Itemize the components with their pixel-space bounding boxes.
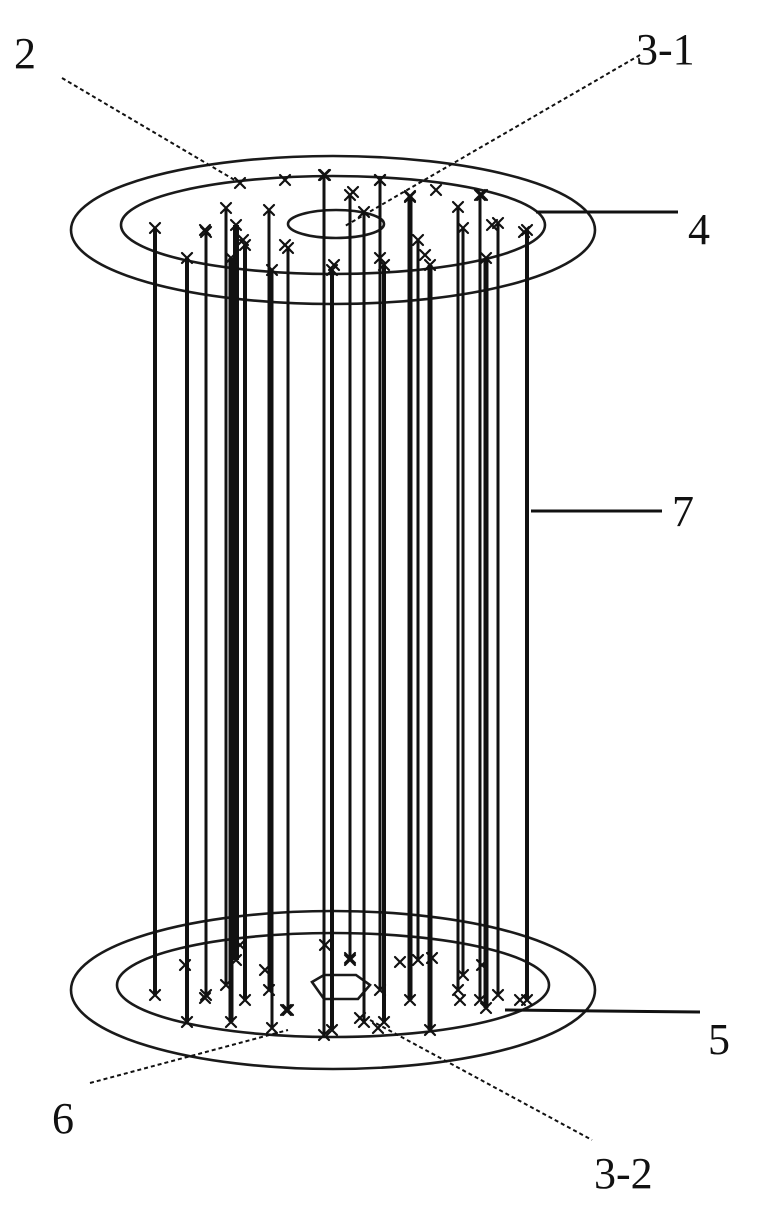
- rod-end-marker: [377, 258, 391, 272]
- rod-end-marker: [513, 993, 527, 1007]
- rod-end-marker: [198, 223, 212, 237]
- rod-end-marker: [262, 983, 276, 997]
- rod-end-marker: [219, 978, 233, 992]
- rod-end-marker: [229, 953, 243, 967]
- rod-end-marker: [346, 185, 360, 199]
- rod-end-marker: [233, 176, 247, 190]
- rod-end-marker: [453, 993, 467, 1007]
- rod-end-marker: [475, 188, 489, 202]
- leader-line-6: [89, 1029, 289, 1084]
- rod-end-marker: [327, 258, 341, 272]
- rod-end-marker: [265, 263, 279, 277]
- rod-end-marker: [258, 963, 272, 977]
- rod-end-marker: [262, 203, 276, 217]
- rod-end-marker: [429, 183, 443, 197]
- rod-end-marker: [456, 968, 470, 982]
- rod-end-marker: [148, 988, 162, 1002]
- rod-end-marker: [451, 983, 465, 997]
- rod-end-marker: [318, 938, 332, 952]
- rod-end-marker: [278, 173, 292, 187]
- label-7: 7: [672, 487, 694, 536]
- rod-end-marker: [238, 993, 252, 1007]
- rod-end-marker: [425, 951, 439, 965]
- label-3-2: 3-2: [594, 1149, 653, 1198]
- rod-end-marker: [485, 218, 499, 232]
- rod-end-marker: [180, 1015, 194, 1029]
- rod-end-marker: [224, 1015, 238, 1029]
- rod-end-marker: [265, 1021, 279, 1035]
- rod-end-marker: [198, 991, 212, 1005]
- label-2: 2: [14, 29, 36, 78]
- leader-line-2: [61, 77, 239, 183]
- rod-end-marker: [491, 988, 505, 1002]
- rod-end-marker: [353, 1011, 367, 1025]
- rod-end-marker: [279, 1003, 293, 1017]
- rod-end-marker: [373, 173, 387, 187]
- rod-end-marker: [479, 1001, 493, 1015]
- rod-end-marker: [371, 1021, 385, 1035]
- rod-end-marker: [423, 258, 437, 272]
- rod-end-marker: [233, 938, 247, 952]
- rod-end-marker: [411, 233, 425, 247]
- leader-line-5: [504, 1008, 701, 1014]
- rod-end-marker: [278, 238, 292, 252]
- rod-end-marker: [325, 1023, 339, 1037]
- rod-end-marker: [229, 218, 243, 232]
- rod-end-marker: [423, 1023, 437, 1037]
- rod-bundle: [153, 175, 529, 1035]
- rod-end-marker: [317, 1028, 331, 1042]
- rod-end-marker: [318, 168, 332, 182]
- label-5: 5: [708, 1015, 730, 1064]
- rod-end-markers: [148, 168, 534, 1042]
- rod-end-marker: [479, 251, 493, 265]
- rod-end-marker: [451, 200, 465, 214]
- label-6: 6: [52, 1094, 74, 1143]
- rod-end-marker: [403, 993, 417, 1007]
- rod-end-marker: [456, 221, 470, 235]
- rod-end-marker: [517, 225, 531, 239]
- rod-end-marker: [475, 958, 489, 972]
- rod-end-marker: [281, 1003, 295, 1017]
- top-plate-center-hole: [286, 208, 386, 240]
- leader-lines: [61, 54, 701, 1141]
- rod-end-marker: [373, 983, 387, 997]
- rod-end-marker: [236, 233, 250, 247]
- rod-end-marker: [403, 190, 417, 204]
- leader-line-3-2: [369, 1019, 593, 1141]
- rod-end-marker: [473, 188, 487, 202]
- rod-end-marker: [373, 251, 387, 265]
- rod-end-marker: [393, 955, 407, 969]
- rod-end-marker: [199, 988, 213, 1002]
- rod-end-marker: [224, 251, 238, 265]
- rod-end-marker: [178, 958, 192, 972]
- rod-end-marker: [343, 953, 357, 967]
- label-4: 4: [688, 205, 710, 254]
- bottom-plate-center-hole: [310, 973, 372, 1001]
- rod-end-marker: [411, 953, 425, 967]
- rod-end-marker: [180, 251, 194, 265]
- rod-end-marker: [473, 993, 487, 1007]
- leader-line-3-1: [344, 54, 641, 227]
- label-3-1: 3-1: [636, 25, 695, 74]
- rod-end-marker: [148, 221, 162, 235]
- rod-end-marker: [219, 201, 233, 215]
- rod-end-marker: [343, 951, 357, 965]
- rod-end-marker: [418, 248, 432, 262]
- rod-end-marker: [357, 205, 371, 219]
